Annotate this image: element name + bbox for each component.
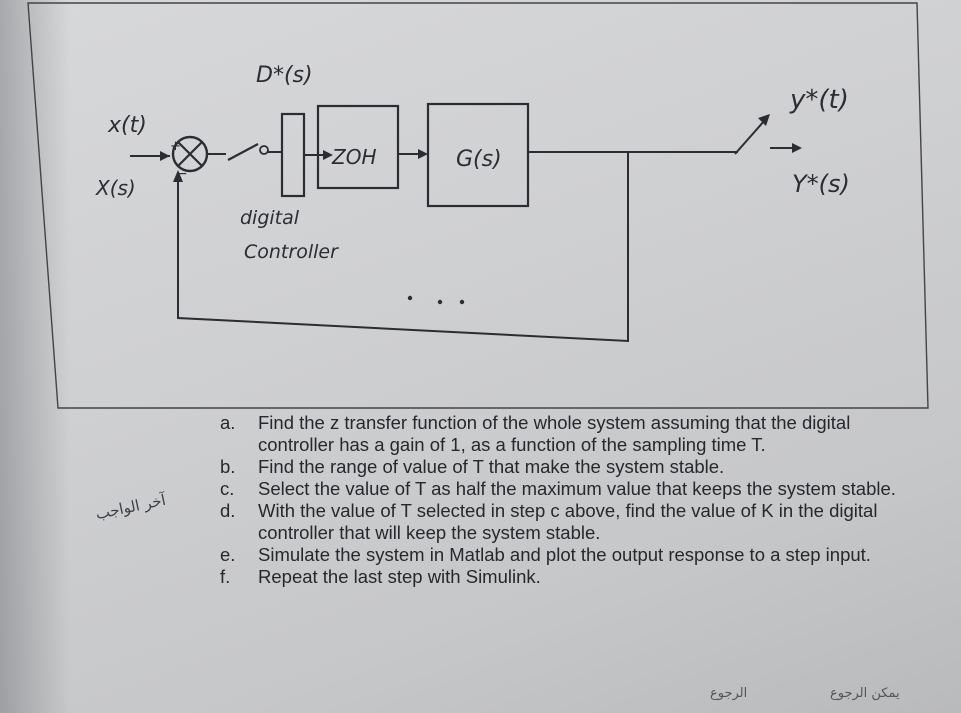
output-time-label: y*(t) bbox=[789, 85, 849, 115]
question-list: a. Find the z transfer function of the w… bbox=[220, 412, 920, 588]
input-s-label: X(s) bbox=[95, 176, 136, 200]
question-e: e. Simulate the system in Matlab and plo… bbox=[220, 544, 920, 566]
page-shadow bbox=[0, 0, 70, 713]
handwritten-arabic-bottom-note: الرجوع bbox=[710, 686, 748, 701]
question-letter: d. bbox=[220, 500, 236, 521]
handwritten-arabic-bottom-note: يمكن الرجوع bbox=[830, 686, 900, 701]
stray-dot bbox=[407, 295, 413, 301]
question-a: a. Find the z transfer function of the w… bbox=[220, 412, 920, 456]
question-d: d. With the value of T selected in step … bbox=[220, 500, 920, 544]
digital-controller-block bbox=[280, 112, 306, 198]
stray-dot bbox=[459, 299, 465, 305]
controller-caption-digital: digital bbox=[240, 207, 300, 229]
controller-transfer-label: D*(s) bbox=[256, 63, 313, 88]
question-f: f. Repeat the last step with Simulink. bbox=[220, 566, 920, 588]
zoh-block bbox=[316, 104, 400, 190]
question-letter: b. bbox=[220, 456, 236, 477]
plant-block bbox=[426, 102, 530, 208]
question-text: With the value of T selected in step c a… bbox=[258, 500, 878, 543]
question-letter: e. bbox=[220, 544, 236, 565]
question-text: Find the z transfer function of the whol… bbox=[258, 412, 851, 455]
question-text: Repeat the last step with Simulink. bbox=[258, 566, 541, 587]
question-letter: c. bbox=[220, 478, 235, 499]
output-s-label: Y*(s) bbox=[792, 170, 850, 198]
plant-label: G(s) bbox=[456, 147, 502, 172]
controller-caption-controller: Controller bbox=[244, 241, 339, 263]
zoh-label: ZOH bbox=[331, 145, 376, 169]
question-text: Simulate the system in Matlab and plot t… bbox=[258, 544, 871, 565]
stray-dot bbox=[437, 299, 443, 305]
sampler-switch bbox=[227, 143, 259, 161]
question-text: Select the value of T as half the maximu… bbox=[258, 478, 896, 499]
question-letter: f. bbox=[220, 566, 231, 587]
diagram-frame bbox=[27, 2, 929, 409]
output-sampler bbox=[734, 119, 766, 155]
question-c: c. Select the value of T as half the max… bbox=[220, 478, 920, 500]
question-b: b. Find the range of value of T that mak… bbox=[220, 456, 920, 478]
input-time-label: x(t) bbox=[107, 113, 147, 138]
feedback-path bbox=[177, 152, 629, 343]
question-text: Find the range of value of T that make t… bbox=[258, 456, 725, 477]
summer-plus-sign: + bbox=[170, 139, 181, 154]
summer-minus-sign: − bbox=[176, 166, 188, 182]
question-letter: a. bbox=[220, 412, 236, 433]
